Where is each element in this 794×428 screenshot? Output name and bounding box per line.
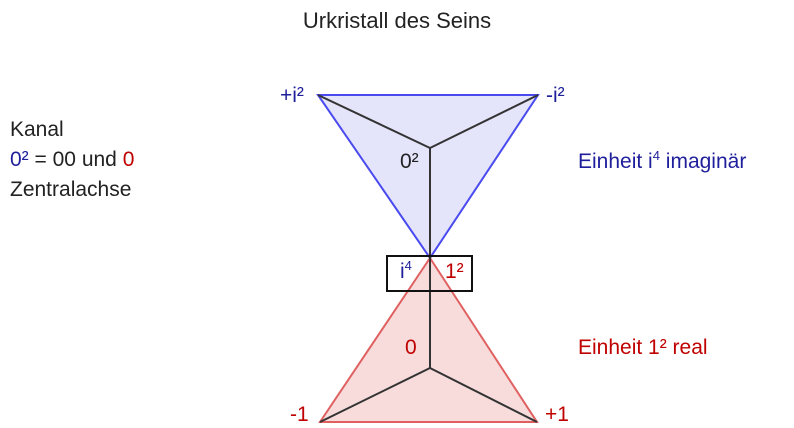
junction-i4: i4 xyxy=(400,258,412,284)
imaginary-triangle xyxy=(316,94,540,260)
unit-real-label: Einheit 1² real xyxy=(578,336,708,359)
vertex-plus-i-squared: +i² xyxy=(280,84,304,107)
unit-imaginary-sup: 4 xyxy=(652,148,660,163)
diagram-title: Urkristall des Seins xyxy=(302,8,492,33)
unit-imaginary-text-b: imaginär xyxy=(659,150,747,173)
vertex-minus-i-squared: -i² xyxy=(546,84,565,107)
legend-equals-und: = 00 und xyxy=(28,148,123,171)
upper-spoke-right xyxy=(429,94,539,149)
vertex-plus-one: +1 xyxy=(545,403,569,426)
lower-spoke-left xyxy=(319,367,431,423)
junction-i-base: i xyxy=(400,260,405,283)
legend-kanal: Kanal xyxy=(10,118,64,141)
legend-zero-squared: 0² xyxy=(10,148,29,171)
junction-one-squared: 1² xyxy=(445,260,464,283)
lower-center-zero: 0 xyxy=(405,336,417,359)
junction-i-sup: 4 xyxy=(404,258,412,273)
junction-box xyxy=(386,255,473,292)
unit-imaginary-label: Einheit i4 imaginär xyxy=(578,148,747,174)
real-triangle xyxy=(318,256,539,423)
lower-spoke-right xyxy=(429,367,538,423)
legend-zero-line: 0² = 00 und 0 xyxy=(10,148,134,172)
legend-zentralachse: Zentralachse xyxy=(10,178,132,201)
legend-zero: 0 xyxy=(122,148,135,171)
vertex-minus-one: -1 xyxy=(290,403,309,426)
upper-spoke-left xyxy=(317,94,431,149)
unit-imaginary-text-a: Einheit i xyxy=(578,150,653,173)
upper-center-zero-squared: 0² xyxy=(400,150,419,173)
